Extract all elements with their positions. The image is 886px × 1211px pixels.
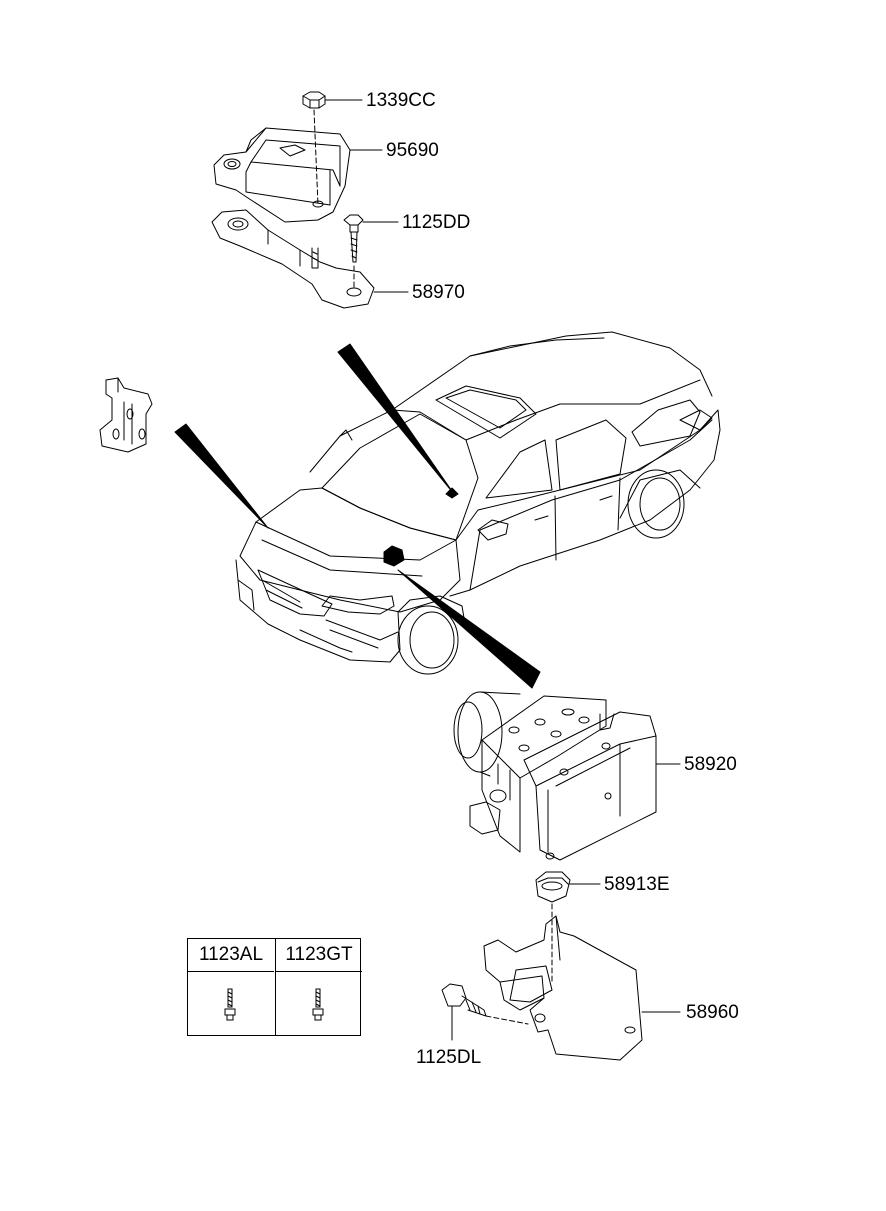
nut-1339CC	[302, 91, 363, 109]
callout-58960: 58960	[686, 1002, 739, 1023]
pointer-wedge-top	[337, 343, 455, 495]
fastener-table: 1123AL 1123GT	[187, 938, 362, 1036]
fastener-column-1123AL: 1123AL	[188, 939, 274, 1035]
mounting-bracket-left	[99, 377, 153, 453]
pointer-wedge-left	[174, 423, 269, 529]
fastener-column-1123GT: 1123GT	[275, 939, 362, 1035]
fastener-header-1123AL: 1123AL	[188, 939, 274, 972]
bolt-1125DL	[441, 983, 529, 1041]
abs-hecu-module	[453, 691, 681, 861]
callout-58970: 58970	[412, 282, 465, 303]
screw-icon	[312, 988, 324, 1021]
leader-dashed-1	[313, 109, 319, 206]
callout-1125DL: 1125DL	[416, 1047, 482, 1068]
callout-1125DD: 1125DD	[402, 212, 471, 233]
callout-58920: 58920	[684, 754, 737, 775]
pointer-wedge-bottom	[397, 569, 541, 689]
callout-95690: 95690	[386, 140, 439, 161]
hecu-bracket	[483, 915, 681, 1061]
callout-1339CC: 1339CC	[366, 90, 436, 111]
sensor-bracket	[211, 209, 409, 309]
bolt-1125DD	[343, 214, 399, 263]
yaw-rate-sensor	[213, 127, 383, 223]
callout-58913E: 58913E	[604, 874, 670, 895]
fastener-header-1123GT: 1123GT	[276, 939, 362, 972]
vehicle-illustration	[235, 331, 721, 675]
screw-icon	[224, 988, 236, 1021]
bushing-58913E	[535, 871, 601, 903]
